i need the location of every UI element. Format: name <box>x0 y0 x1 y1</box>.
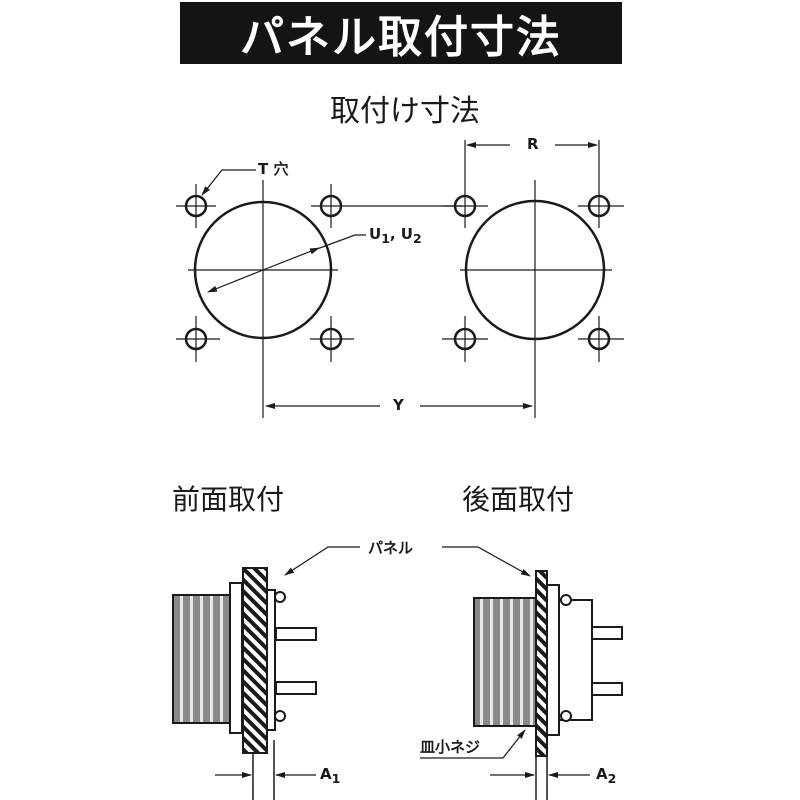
mounting-holes <box>184 194 611 351</box>
hole-label: T 穴 <box>258 160 289 178</box>
top-view <box>176 140 624 418</box>
rear-mount-view <box>420 570 623 800</box>
front-thickness-label: A1 <box>320 765 341 786</box>
pitch-label-r: R <box>527 135 539 153</box>
spacing-label-y: Y <box>393 396 404 414</box>
panel-leaders <box>284 546 531 577</box>
page-title: パネル取付寸法 <box>240 12 562 63</box>
diameter-label: U1, U2 <box>369 225 422 246</box>
front-mount-heading: 前面取付 <box>172 483 285 516</box>
mounting-dimensions-heading: 取付け寸法 <box>330 94 480 129</box>
title-banner: パネル取付寸法 <box>180 2 622 64</box>
rear-mount-heading: 後面取付 <box>462 483 575 516</box>
panel-label: パネル <box>368 539 414 557</box>
rear-thickness-label: A2 <box>596 765 617 786</box>
front-mount-view <box>172 567 317 800</box>
countersunk-screw-label: 皿小ネジ <box>420 738 481 756</box>
